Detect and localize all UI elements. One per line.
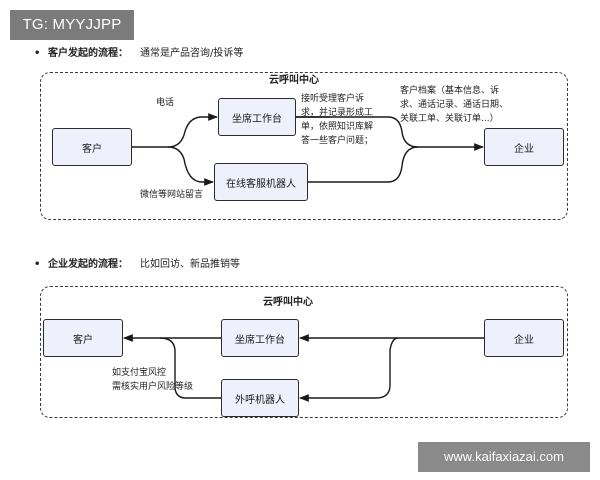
section2-title: 企业发起的流程： (48, 259, 128, 270)
agent-note-line: 接听受理客户诉 (301, 94, 365, 104)
edge-bot-to-enterprise (308, 146, 419, 183)
archive-line: 求、通话记录、通话日期、 (400, 100, 509, 110)
section1-frame-title: 云呼叫中心 (269, 75, 319, 86)
section2-frame-title: 云呼叫中心 (263, 297, 313, 308)
node-agent-desk: 坐席工作台 (221, 319, 299, 357)
edge-to-agent-desk (167, 113, 218, 148)
site-watermark: www.kaifaxiazai.com (418, 442, 590, 472)
node-enterprise: 企业 (484, 319, 564, 357)
section1-heading: • 客户发起的流程： 通常是产品咨询/投诉等 (34, 47, 243, 61)
node-outbound-bot: 外呼机器人 (221, 379, 299, 417)
edge-enterprise-to-bot (299, 337, 399, 402)
agent-note-line: 答一些客户问题； (301, 136, 374, 146)
node-customer: 客户 (52, 128, 132, 166)
risk-line: 如支付宝风控 (112, 368, 167, 378)
risk-line: 需核实用户风险等级 (112, 382, 194, 392)
label-risk-check: 如支付宝风控 需核实用户风险等级 (112, 366, 193, 394)
section2-heading: • 企业发起的流程： 比如回访、新品推销等 (34, 258, 240, 272)
section1-frame (40, 72, 568, 220)
section2-desc: 比如回访、新品推销等 (140, 259, 240, 270)
section1-title: 客户发起的流程： (48, 48, 128, 59)
archive-line: 关联工单、关联订单...） (400, 114, 499, 124)
node-agent-desk: 坐席工作台 (218, 98, 296, 136)
edge-agent-to-enterprise (296, 116, 484, 151)
label-phone: 电话 (156, 98, 175, 108)
edge-to-online-bot (167, 146, 214, 186)
bullet-dot: • (34, 48, 41, 59)
agent-note-line: 单，依照知识库解 (301, 122, 374, 132)
section2-frame (40, 286, 568, 418)
telegram-watermark: TG: MYYJJPP (10, 10, 134, 40)
section1-desc: 通常是产品咨询/投诉等 (140, 48, 244, 59)
node-enterprise: 企业 (484, 128, 564, 166)
bullet-dot: • (34, 259, 41, 270)
node-customer: 客户 (43, 319, 123, 357)
edge-bot-to-customer (159, 337, 221, 399)
node-online-bot: 在线客服机器人 (214, 163, 308, 201)
label-wechat: 微信等网站留言 (140, 190, 204, 200)
label-customer-archive: 客户档案（基本信息、诉 求、通话记录、通话日期、 关联工单、关联订单...） (400, 84, 508, 126)
label-agent-note: 接听受理客户诉 求，并记录形成工 单，依照知识库解 答一些客户问题； (301, 92, 373, 148)
archive-line: 客户档案（基本信息、诉 (400, 86, 500, 96)
agent-note-line: 求，并记录形成工 (301, 108, 374, 118)
